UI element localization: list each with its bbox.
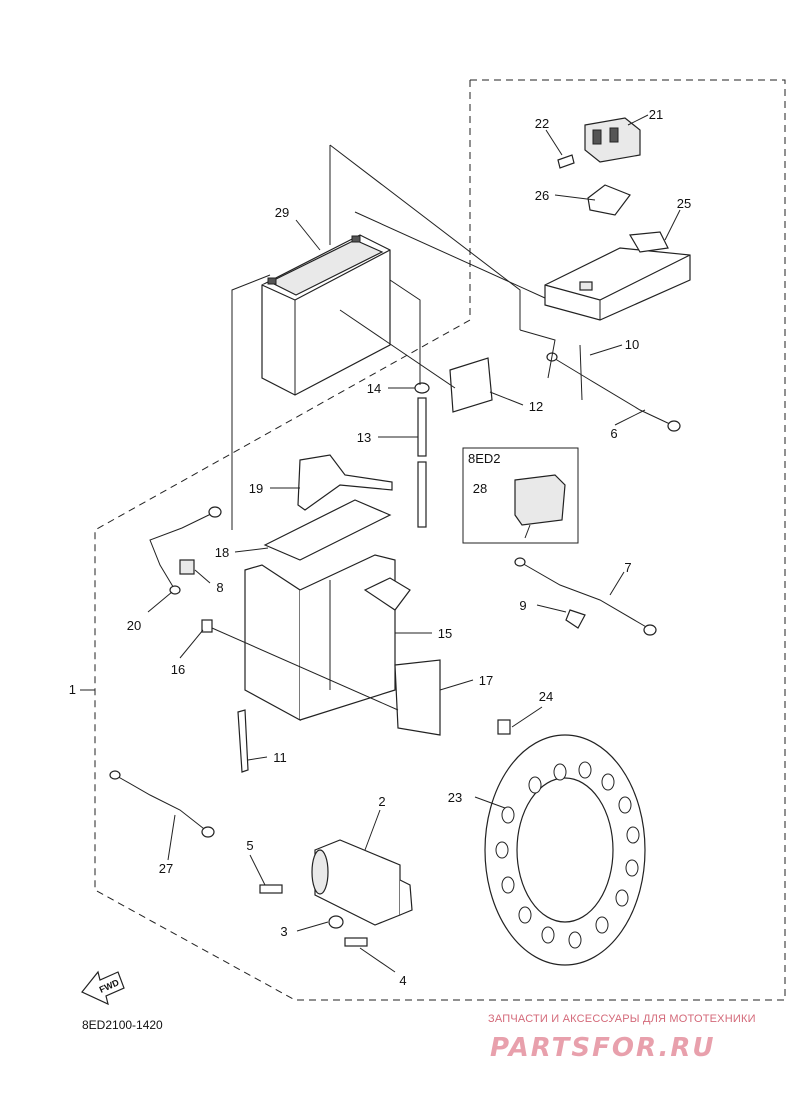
subassembly-label: 8ED2	[468, 451, 501, 466]
callout-labels: 1 2 3 4 5 6 7 8 9 10 11 12 13 14 15 16 1…	[69, 107, 691, 988]
fwd-arrow: FWD	[81, 970, 125, 1006]
subassembly-8ED2	[462, 447, 579, 544]
watermark-tagline: ЗАПЧАСТИ И АКСЕССУАРЫ ДЛЯ МОТОТЕХНИКИ	[488, 1013, 756, 1025]
callout-5: 5	[246, 838, 253, 853]
starter-ring-gear	[484, 734, 646, 966]
callout-4: 4	[399, 973, 406, 988]
callout-24: 24	[539, 689, 553, 704]
watermark-logo: PARTSFOR.RU	[490, 1033, 715, 1063]
callout-17: 17	[479, 673, 493, 688]
callout-7: 7	[624, 560, 631, 575]
callout-3: 3	[280, 924, 287, 939]
connection-lines	[211, 144, 556, 711]
part-code: 8ED2100-1420	[82, 1018, 163, 1032]
callout-23: 23	[448, 790, 462, 805]
callout-16: 16	[171, 662, 185, 677]
callout-26: 26	[535, 188, 549, 203]
starter-motor	[259, 839, 413, 947]
assembly-outline	[80, 79, 786, 1001]
callout-14: 14	[367, 381, 381, 396]
callout-8: 8	[216, 580, 223, 595]
callout-6: 6	[610, 426, 617, 441]
callout-12: 12	[529, 399, 543, 414]
callout-20: 20	[127, 618, 141, 633]
callout-2: 2	[378, 794, 385, 809]
callout-22: 22	[535, 116, 549, 131]
leader-lines	[147, 114, 681, 973]
wire-leads	[109, 344, 681, 838]
callout-18: 18	[215, 545, 229, 560]
callout-1: 1	[69, 682, 76, 697]
callout-10: 10	[625, 337, 639, 352]
battery	[261, 234, 391, 396]
watermark: ЗАПЧАСТИ И АКСЕССУАРЫ ДЛЯ МОТОТЕХНИКИ PA…	[488, 1013, 756, 1063]
callout-21: 21	[649, 107, 663, 122]
battery-box	[237, 454, 441, 773]
battery-accessories	[414, 357, 493, 528]
starter-relay-group	[544, 117, 691, 321]
callout-15: 15	[438, 626, 452, 641]
callout-25: 25	[677, 196, 691, 211]
callout-27: 27	[159, 861, 173, 876]
callout-29: 29	[275, 205, 289, 220]
callout-19: 19	[249, 481, 263, 496]
callout-13: 13	[357, 430, 371, 445]
callout-9: 9	[519, 598, 526, 613]
callout-11: 11	[273, 750, 287, 765]
callout-28: 28	[473, 481, 487, 496]
